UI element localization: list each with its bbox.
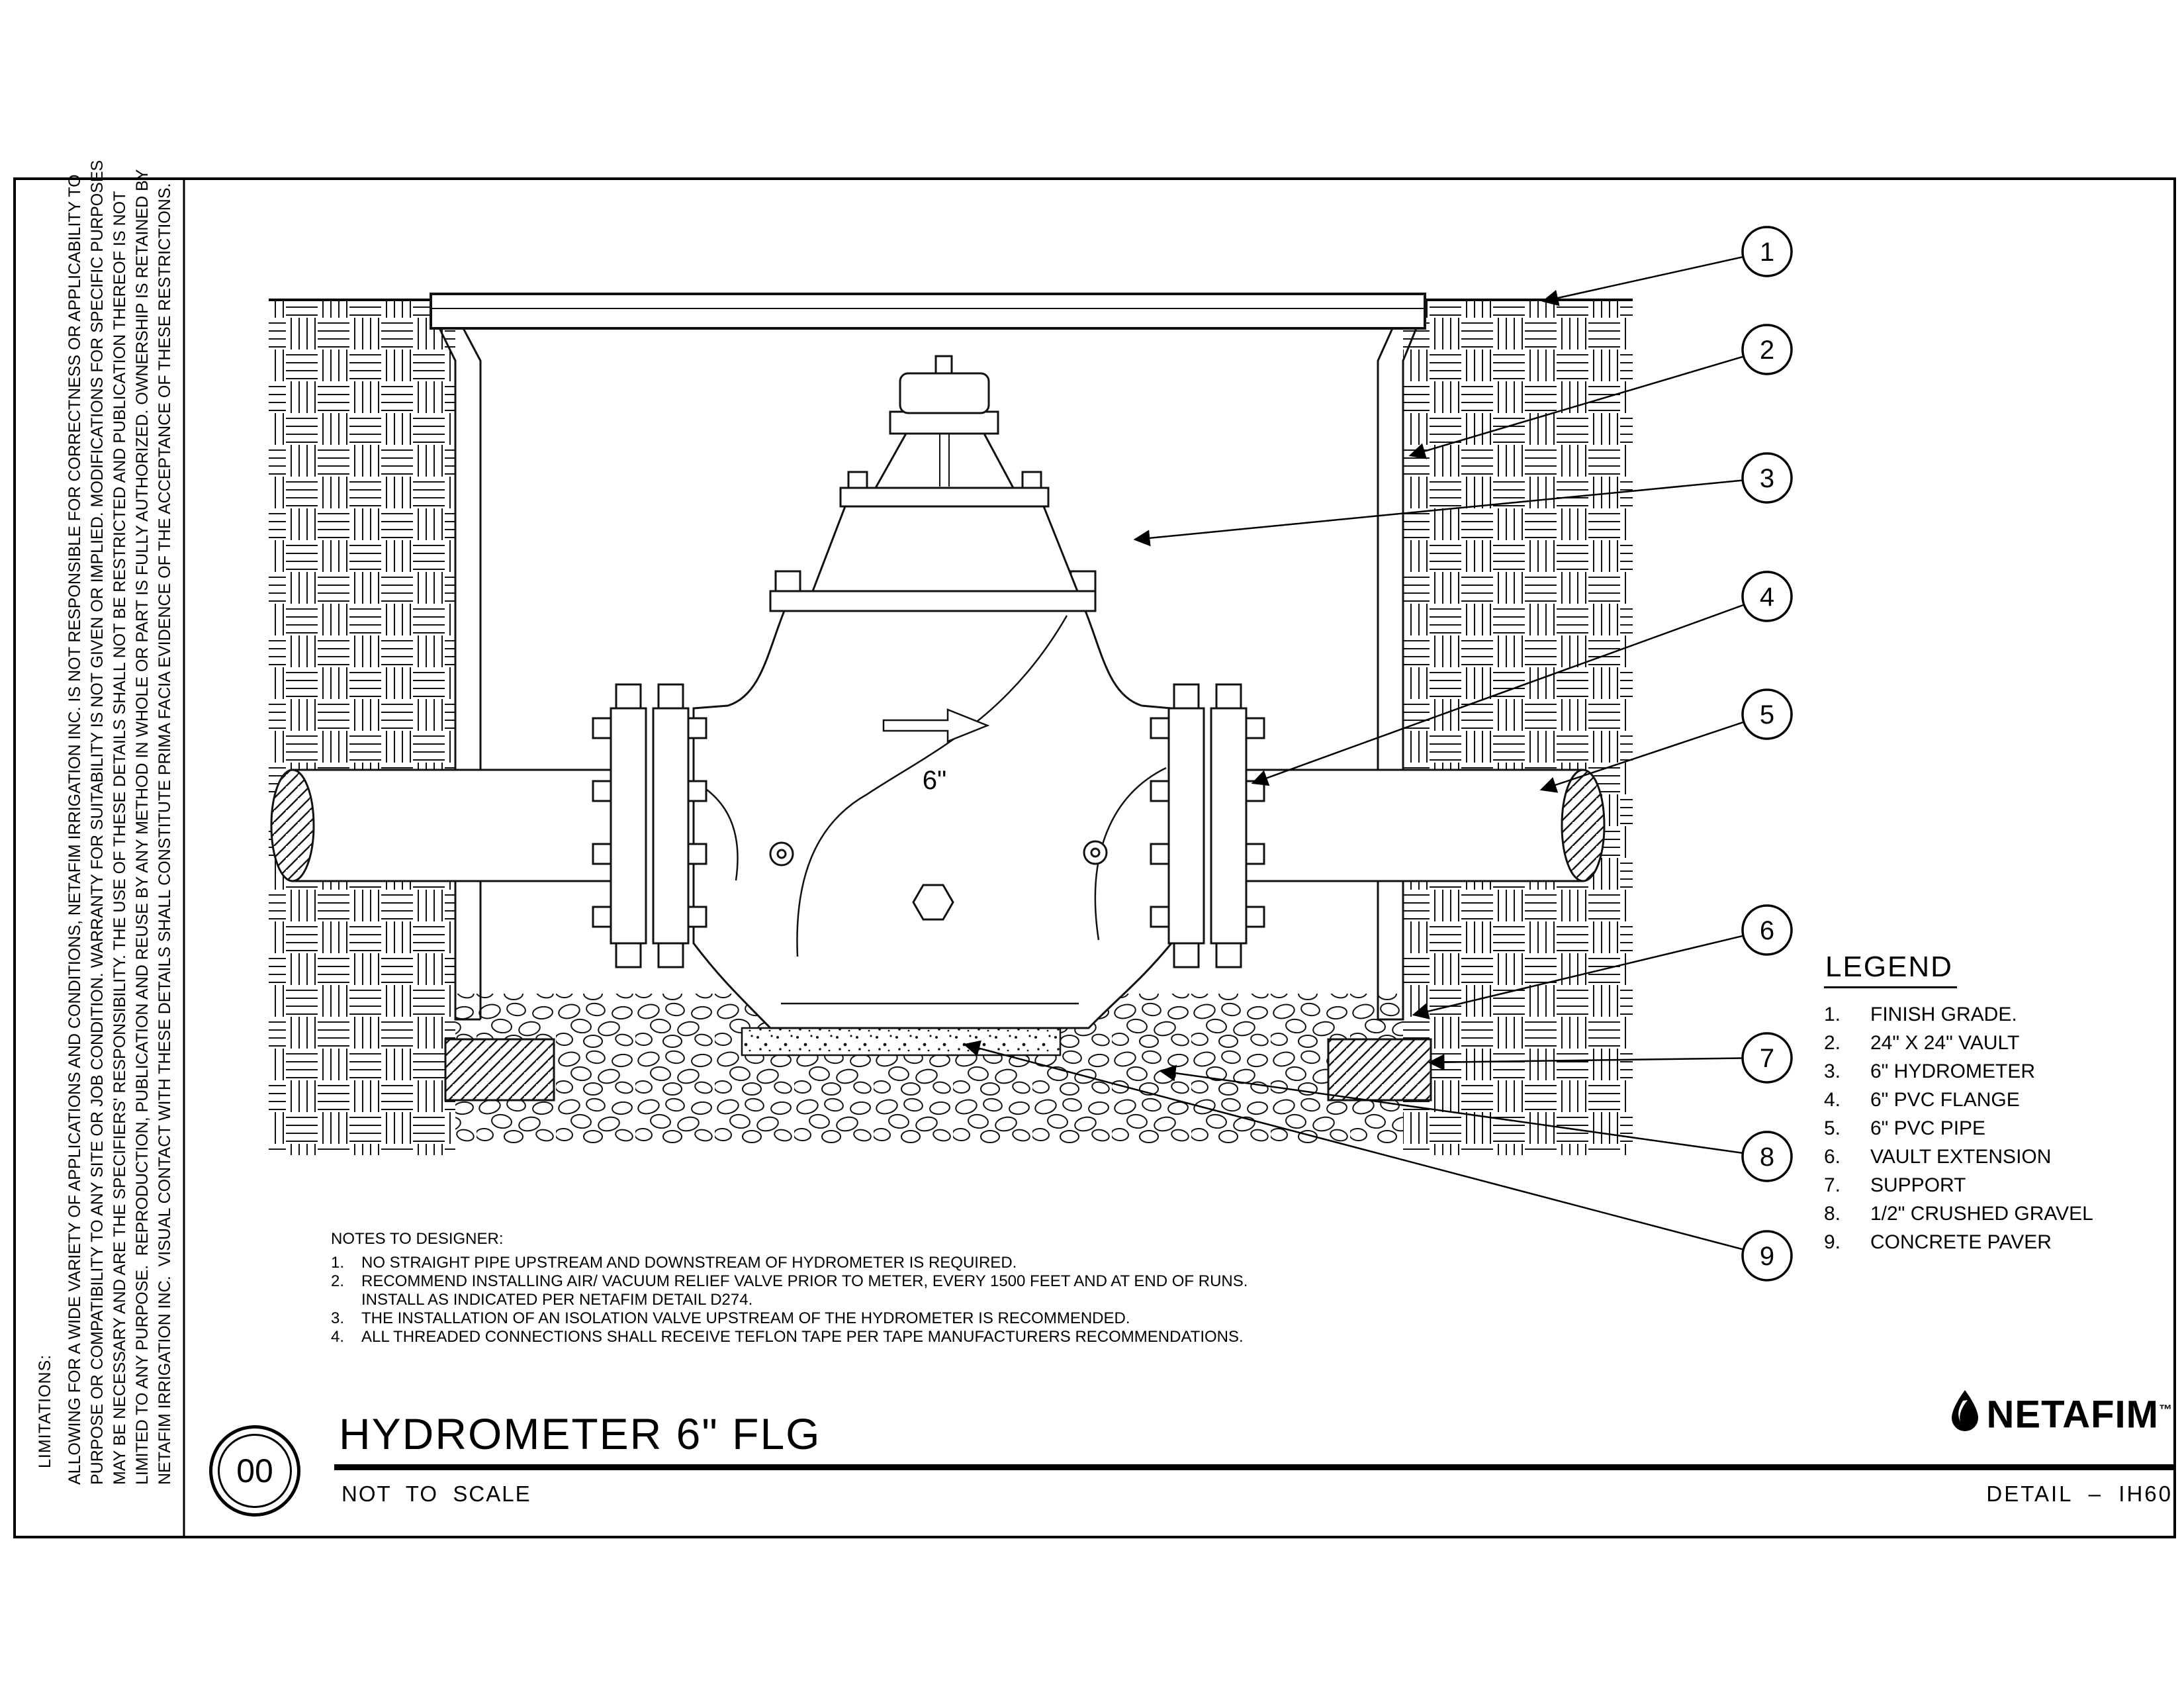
register-collar <box>889 410 999 435</box>
netafim-logo: NETAFIM™ <box>1950 1389 2173 1436</box>
callout-2: 2 <box>1741 324 1793 375</box>
soil-hatch-left <box>269 300 455 1155</box>
note-item: 2.RECOMMEND INSTALLING AIR/ VACUUM RELIE… <box>331 1272 1248 1309</box>
support-right <box>1327 1038 1432 1102</box>
pipe-right <box>1230 769 1584 882</box>
leader-9 <box>963 1040 1768 1257</box>
legend-item: 8.1/2" CRUSHED GRAVEL <box>1824 1203 2093 1225</box>
brand-tm: ™ <box>2159 1403 2173 1417</box>
svg-text:3: 3 <box>1760 464 1774 493</box>
legend-item: 1.FINISH GRADE. <box>1824 1004 2017 1025</box>
callout-4: 4 <box>1741 571 1793 622</box>
legend-item: 7.SUPPORT <box>1824 1174 1966 1196</box>
svg-text:6: 6 <box>1760 916 1774 945</box>
legend-item: 4.6" PVC FLANGE <box>1824 1089 2020 1111</box>
scale-note: NOT TO SCALE <box>341 1481 531 1506</box>
svg-text:8: 8 <box>1760 1143 1774 1172</box>
drain-plug-hex <box>912 884 954 921</box>
svg-text:1: 1 <box>1760 238 1774 267</box>
legend-item: 2.24" X 24" VAULT <box>1824 1032 2020 1054</box>
stem-pin <box>934 355 953 376</box>
register-neck <box>874 432 1015 489</box>
svg-text:9: 9 <box>1760 1242 1774 1271</box>
leader-7 <box>1428 1054 1768 1071</box>
callout-bubbles: 1 2 3 4 5 6 7 8 9 <box>1741 226 1793 1282</box>
leader-5 <box>1539 713 1768 793</box>
flow-arrow-icon <box>882 708 990 743</box>
pipe-right-end <box>1561 769 1606 882</box>
callout-8: 8 <box>1741 1131 1793 1182</box>
register-cap <box>899 372 990 414</box>
legend-item: 5.6" PVC PIPE <box>1824 1117 1986 1139</box>
detail-number-circle: 00 <box>209 1425 300 1517</box>
vault-walls <box>438 328 1418 1021</box>
title-rule <box>334 1464 2175 1470</box>
hydrometer: 6" <box>692 355 1173 1029</box>
svg-text:4: 4 <box>1760 583 1774 612</box>
support-left <box>444 1038 555 1102</box>
pipe-size-label: 6" <box>923 766 946 795</box>
water-drop-icon <box>1951 1390 1978 1431</box>
legend: LEGEND 1.FINISH GRADE. 2.24" X 24" VAULT… <box>1824 951 2168 1256</box>
callout-9: 9 <box>1741 1230 1793 1282</box>
svg-text:2: 2 <box>1760 336 1774 365</box>
bonnet-bolt-left <box>774 570 801 592</box>
limitations-text: ALLOWING FOR A WIDE VARIETY OF APPLICATI… <box>66 160 174 1485</box>
pipe-left <box>291 769 630 882</box>
svg-text:5: 5 <box>1760 700 1774 729</box>
note-item: 3.THE INSTALLATION OF AN ISOLATION VALVE… <box>331 1309 1130 1327</box>
callout-5: 5 <box>1741 688 1793 740</box>
callout-3: 3 <box>1741 452 1793 504</box>
leader-1 <box>1541 250 1768 306</box>
detail-number: 00 <box>218 1434 292 1508</box>
callout-1: 1 <box>1741 226 1793 277</box>
flange-right <box>1150 683 1265 968</box>
legend-item: 6.VAULT EXTENSION <box>1824 1146 2052 1168</box>
pvc-pipes <box>270 769 1606 882</box>
vault-lid <box>430 293 1426 330</box>
detail-code: DETAIL – IH60 <box>1986 1481 2173 1506</box>
sheet-title: HYDROMETER 6" FLG <box>339 1409 821 1458</box>
callout-leaders <box>963 250 1768 1257</box>
bonnet-dome <box>811 505 1079 592</box>
legend-heading: LEGEND <box>1824 951 1957 988</box>
legend-item: 3.6" HYDROMETER <box>1824 1060 2036 1082</box>
leader-4 <box>1251 595 1768 786</box>
svg-text:7: 7 <box>1760 1044 1774 1073</box>
note-item: 1.NO STRAIGHT PIPE UPSTREAM AND DOWNSTRE… <box>331 1254 1017 1272</box>
notes-heading: NOTES TO DESIGNER: <box>331 1230 504 1248</box>
bonnet-flange <box>769 590 1097 612</box>
leader-2 <box>1408 348 1768 459</box>
soil-hatch-right <box>1403 300 1633 1155</box>
note-item: 4.ALL THREADED CONNECTIONS SHALL RECEIVE… <box>331 1328 1244 1346</box>
notes-to-designer: NOTES TO DESIGNER: 1.NO STRAIGHT PIPE UP… <box>331 1230 1257 1346</box>
soil-hatch <box>269 300 1633 1155</box>
legend-item: 9.CONCRETE PAVER <box>1824 1231 2052 1253</box>
flange-left <box>592 683 707 968</box>
pipe-left-end <box>270 769 315 882</box>
concrete-paver <box>741 1027 1062 1056</box>
limitations-heading: LIMITATIONS: <box>36 1354 54 1468</box>
leader-6 <box>1412 929 1768 1019</box>
callout-7: 7 <box>1741 1032 1793 1084</box>
callout-6: 6 <box>1741 904 1793 956</box>
leader-3 <box>1133 477 1768 547</box>
hydrometer-body <box>692 610 1173 1029</box>
leader-8 <box>1159 1064 1768 1158</box>
brand-name: NETAFIM <box>1986 1393 2159 1436</box>
sheet-frame <box>13 177 2176 1538</box>
